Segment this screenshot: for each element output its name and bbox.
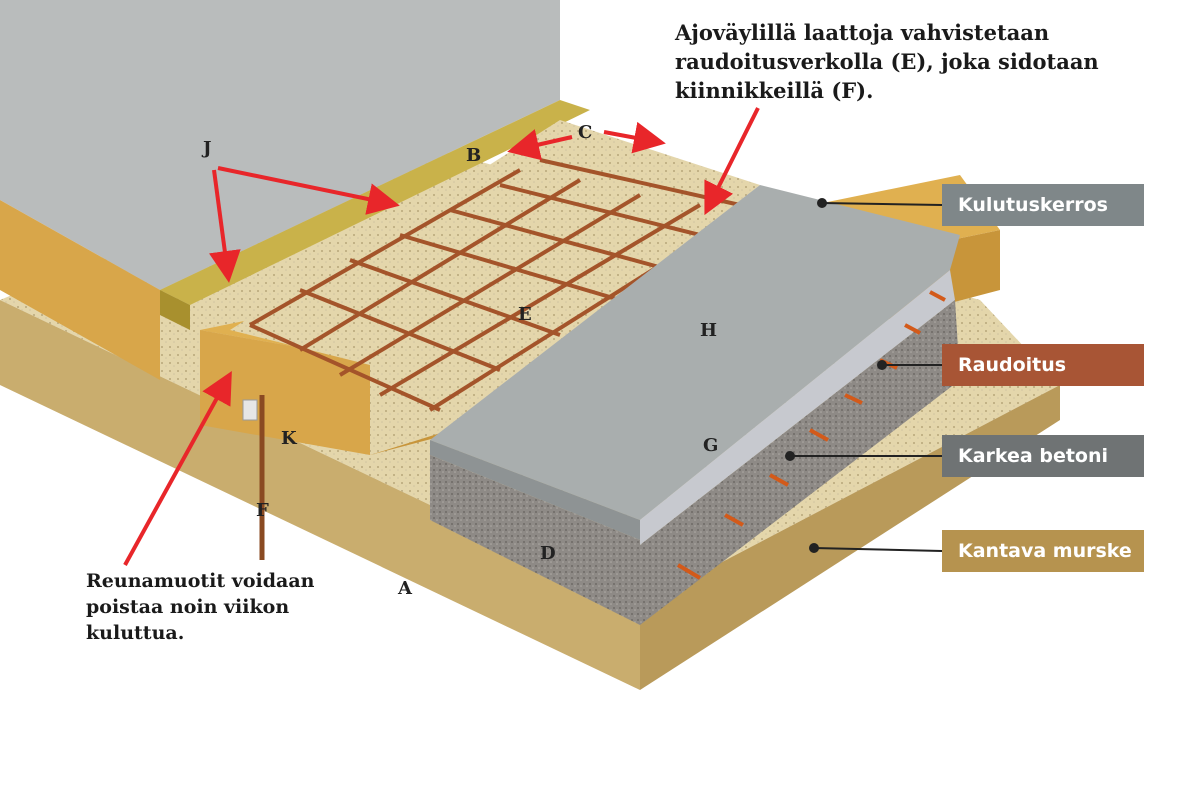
layer-label-raudoitus: Raudoitus bbox=[942, 344, 1144, 386]
layer-label-kulutuskerros: Kulutuskerros bbox=[942, 184, 1144, 226]
note-line: poistaa noin viikon bbox=[86, 596, 290, 618]
note-line: raudoitusverkolla (E), joka sidotaan bbox=[675, 49, 1099, 74]
layer-label-kantava-murske: Kantava murske bbox=[942, 530, 1144, 572]
label-c: C bbox=[578, 122, 593, 143]
note-line: Reunamuotit voidaan bbox=[86, 570, 315, 592]
note-line: kuluttua. bbox=[86, 622, 185, 644]
existing-slab bbox=[0, 0, 560, 290]
slab-cross-section bbox=[430, 185, 960, 625]
label-f: F bbox=[256, 500, 269, 521]
form-clip bbox=[242, 399, 258, 421]
label-a: A bbox=[398, 578, 412, 599]
note-line: Ajoväylillä laattoja vahvistetaan bbox=[675, 20, 1050, 45]
label-g: G bbox=[703, 435, 719, 456]
note-line: kiinnikkeillä (F). bbox=[675, 78, 874, 103]
label-e: E bbox=[518, 304, 532, 325]
form-removal-note: Reunamuotit voidaan poistaa noin viikon … bbox=[86, 568, 314, 646]
reinforcement-note: Ajoväylillä laattoja vahvistetaan raudoi… bbox=[675, 18, 1099, 105]
layer-label-karkea-betoni: Karkea betoni bbox=[942, 435, 1144, 477]
label-d: D bbox=[540, 543, 556, 564]
label-h: H bbox=[700, 320, 718, 341]
leader-lines bbox=[785, 198, 943, 553]
label-j: J bbox=[203, 138, 212, 159]
label-b: B bbox=[466, 145, 482, 166]
label-k: K bbox=[281, 428, 297, 449]
callout-arrows bbox=[123, 107, 760, 566]
